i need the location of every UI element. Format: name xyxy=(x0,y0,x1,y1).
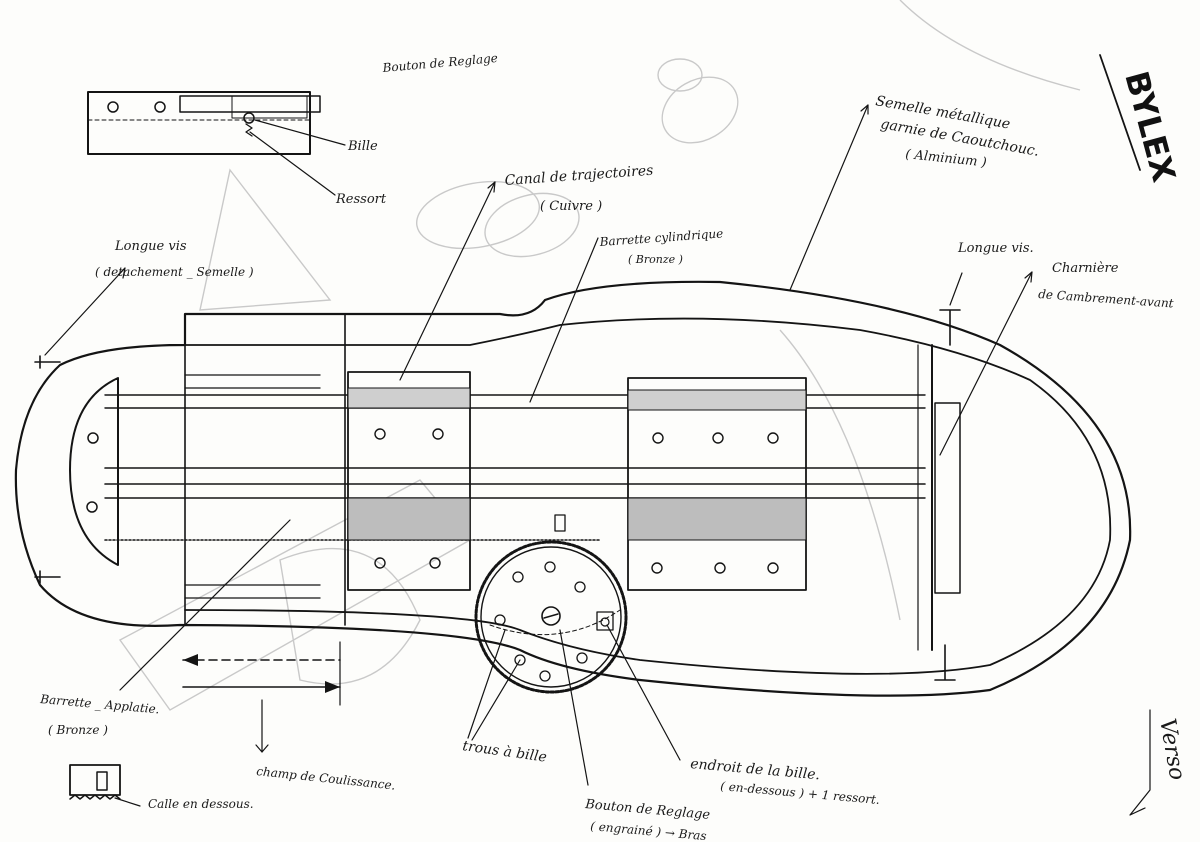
brand-bylex: BYLEX xyxy=(1117,67,1183,186)
channel-block-right xyxy=(627,377,807,591)
label-cale: Calle en dessous. xyxy=(148,797,254,811)
label-bille: Bille xyxy=(347,139,378,154)
channel-block-left xyxy=(347,371,471,591)
sole-outline xyxy=(14,280,1132,697)
label-ressort: Ressort xyxy=(335,192,387,207)
cale-detail xyxy=(69,764,121,800)
label-endroit-2: ( en-dessous ) + 1 ressort. xyxy=(720,779,881,807)
label-bouton-1: Bouton de Reglage xyxy=(584,797,711,823)
adjustment-gear xyxy=(474,540,628,694)
label-barrette-cylindrique: Barrette cylindrique xyxy=(598,226,723,249)
label-bronze-top: ( Bronze ) xyxy=(628,253,683,266)
label-bronze-left: ( Bronze ) xyxy=(48,723,108,737)
label-trous: trous à bille xyxy=(461,738,547,766)
label-charniere-2: de Cambrement-avant xyxy=(1038,287,1174,310)
label-longue-vis-right: Longue vis. xyxy=(957,241,1034,256)
label-barrette-aplatie: Barrette _ Applatie. xyxy=(39,692,160,716)
pencil-sketches xyxy=(118,0,1081,711)
leader-lines xyxy=(44,104,1151,816)
label-detachement: ( detachement _ Semelle ) xyxy=(95,265,254,279)
label-longue-vis-left: Longue vis xyxy=(114,239,187,254)
label-champ: champ de Coulissance. xyxy=(256,764,396,793)
label-semelle-3: ( Alminium ) xyxy=(905,147,988,170)
label-bouton-2: ( engrainé ) → Bras xyxy=(590,819,707,842)
label-bouton-reglage-top: Bouton de Reglage xyxy=(381,51,498,75)
label-canal: Canal de trajectoires xyxy=(504,163,654,189)
detail-bouton-reglage xyxy=(87,91,346,196)
annotations: Bouton de Reglage Bille Ressort Longue v… xyxy=(39,51,1190,842)
sliding-range xyxy=(182,641,341,706)
label-verso: Verso xyxy=(1154,717,1189,782)
slot-marker xyxy=(554,514,566,532)
label-charniere-1: Charnière xyxy=(1052,261,1119,276)
label-cuivre: ( Cuivre ) xyxy=(540,199,602,214)
label-endroit-1: endroit de la bille. xyxy=(690,756,821,783)
